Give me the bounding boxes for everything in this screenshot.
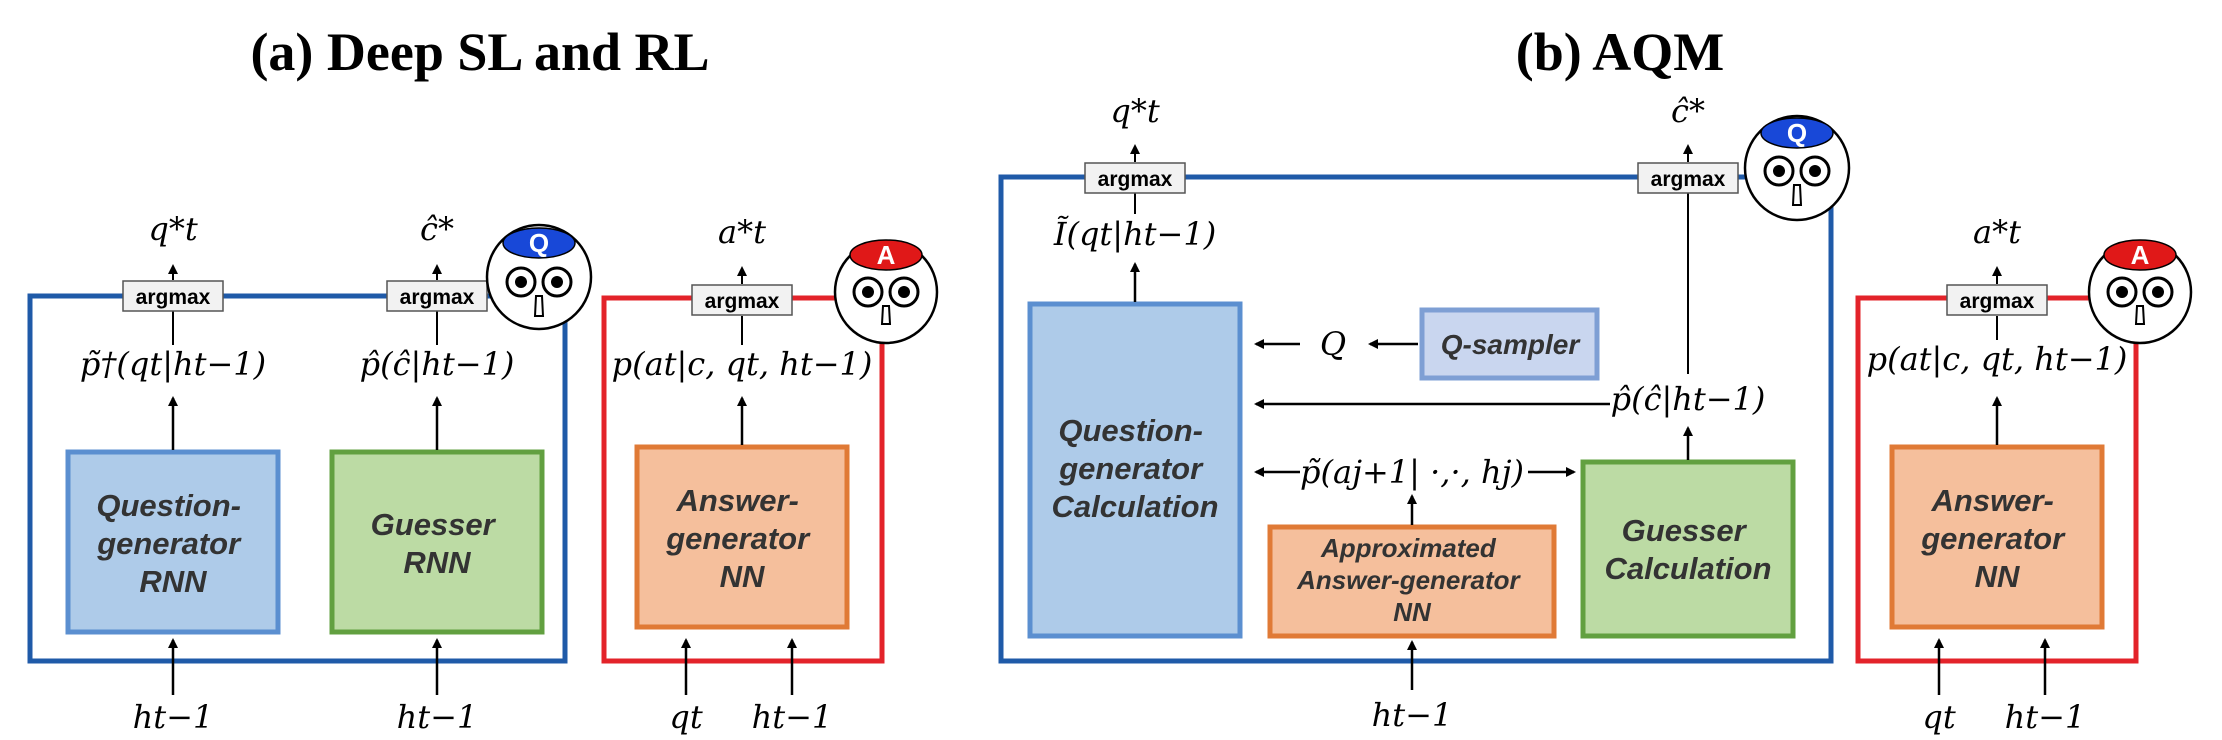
panel-b-answer-prob: p(at|c, qt, ht−1) bbox=[1867, 340, 2128, 378]
panel-a-input-h1: ht−1 bbox=[133, 698, 214, 736]
panel-a-q-out: q*t bbox=[148, 210, 197, 248]
panel-a-questioner-frame bbox=[27, 293, 568, 664]
panel-a-c-out: ĉ* bbox=[420, 210, 454, 248]
panel-b-qsampler-box bbox=[1419, 307, 1600, 381]
panel-b-answer-label: Answer- generator NN bbox=[1920, 483, 2073, 594]
panel-b-q-out: q*t bbox=[1110, 92, 1159, 130]
panel-b-q-symbol: Q bbox=[1320, 325, 1346, 363]
panel-a-answer-label: Answer- generator NN bbox=[665, 483, 818, 594]
panel-a-qgen-box bbox=[65, 449, 281, 635]
panel-a-answer-input-q: qt bbox=[669, 698, 702, 736]
panel-a-input-h2: ht−1 bbox=[397, 698, 478, 736]
panel-b-guesser-argmax bbox=[1637, 162, 1739, 194]
panel-b-guesser-label: Guesser Calculation bbox=[1604, 513, 1771, 586]
panel-b-questioner-frame bbox=[998, 174, 1834, 664]
panel-a-badge-q: Q bbox=[529, 228, 549, 258]
panel-a-answer-input-h: ht−1 bbox=[752, 698, 833, 736]
panel-b-badge-q: Q bbox=[1787, 118, 1807, 148]
panel-a-answer-prob: p(at|c, qt, ht−1) bbox=[612, 345, 873, 383]
panel-b-approx-prob: p̃(aj+1| ·,·, hj) bbox=[1300, 453, 1524, 491]
panel-b-answerer-face: A bbox=[2087, 239, 2193, 345]
panel-b-answer-box bbox=[1889, 444, 2105, 630]
panel-b-answer-input-q: qt bbox=[1922, 698, 1955, 736]
panel-b-info-prob: Ĩ(qt|ht−1) bbox=[1053, 215, 1216, 253]
panel-a-qgen-argmax-label: argmax bbox=[136, 286, 211, 309]
panel-b-answer-argmax bbox=[1946, 284, 2048, 316]
panel-b-qgen-label: Question- generator Calculation bbox=[1051, 413, 1218, 524]
panel-b-qgen-argmax bbox=[1084, 162, 1186, 194]
panel-a-guesser-label: Guesser RNN bbox=[371, 507, 504, 580]
panel-b-approx-box bbox=[1267, 524, 1557, 639]
panel-b-questioner-face: Q bbox=[1743, 114, 1851, 222]
panel-a-qgen-argmax bbox=[122, 280, 224, 312]
panel-a-answer-box bbox=[634, 444, 850, 630]
panel-a-guesser-box bbox=[329, 449, 545, 635]
panel-b-qgen-box bbox=[1027, 301, 1243, 639]
panel-b-approx-label: Approximated Answer-generator NN bbox=[1296, 533, 1527, 627]
panel-a-guesser-argmax-label: argmax bbox=[400, 286, 475, 309]
panel-b-title: (b) AQM bbox=[1516, 22, 1725, 82]
panel-b-input-h: ht−1 bbox=[1372, 696, 1453, 734]
panel-b-guesser-prob: p̂(ĉ|ht−1) bbox=[1611, 380, 1766, 418]
panel-a-a-out: a*t bbox=[718, 213, 766, 251]
panel-a-title: (a) Deep SL and RL bbox=[250, 22, 709, 82]
panel-a-questioner-face: Q bbox=[485, 223, 593, 331]
panel-a-answer-argmax bbox=[691, 284, 793, 316]
panel-b-guesser-box bbox=[1580, 459, 1796, 639]
panel-b-answer-input-h: ht−1 bbox=[2005, 698, 2086, 736]
panel-b-c-out: ĉ* bbox=[1671, 92, 1705, 130]
panel-b-guesser-argmax-label: argmax bbox=[1651, 168, 1726, 191]
panel-a-qgen-prob: p̃†(qt|ht−1) bbox=[80, 345, 266, 383]
panel-b-answer-argmax-label: argmax bbox=[1960, 290, 2035, 313]
panel-a-qgen-label: Question- generator RNN bbox=[96, 488, 249, 599]
panel-b-qsampler-label: Q-sampler bbox=[1441, 329, 1582, 360]
panel-a-guesser-prob: p̂(ĉ|ht−1) bbox=[360, 345, 515, 383]
panel-a-answer-argmax-label: argmax bbox=[705, 290, 780, 313]
panel-a-guesser-argmax bbox=[386, 280, 488, 312]
panel-b-a-out: a*t bbox=[1973, 213, 2021, 251]
panel-a-badge-a: A bbox=[877, 240, 896, 270]
panel-a-answerer-face: A bbox=[833, 239, 939, 345]
panel-b-badge-a: A bbox=[2131, 240, 2150, 270]
panel-b-qgen-argmax-label: argmax bbox=[1098, 168, 1173, 191]
